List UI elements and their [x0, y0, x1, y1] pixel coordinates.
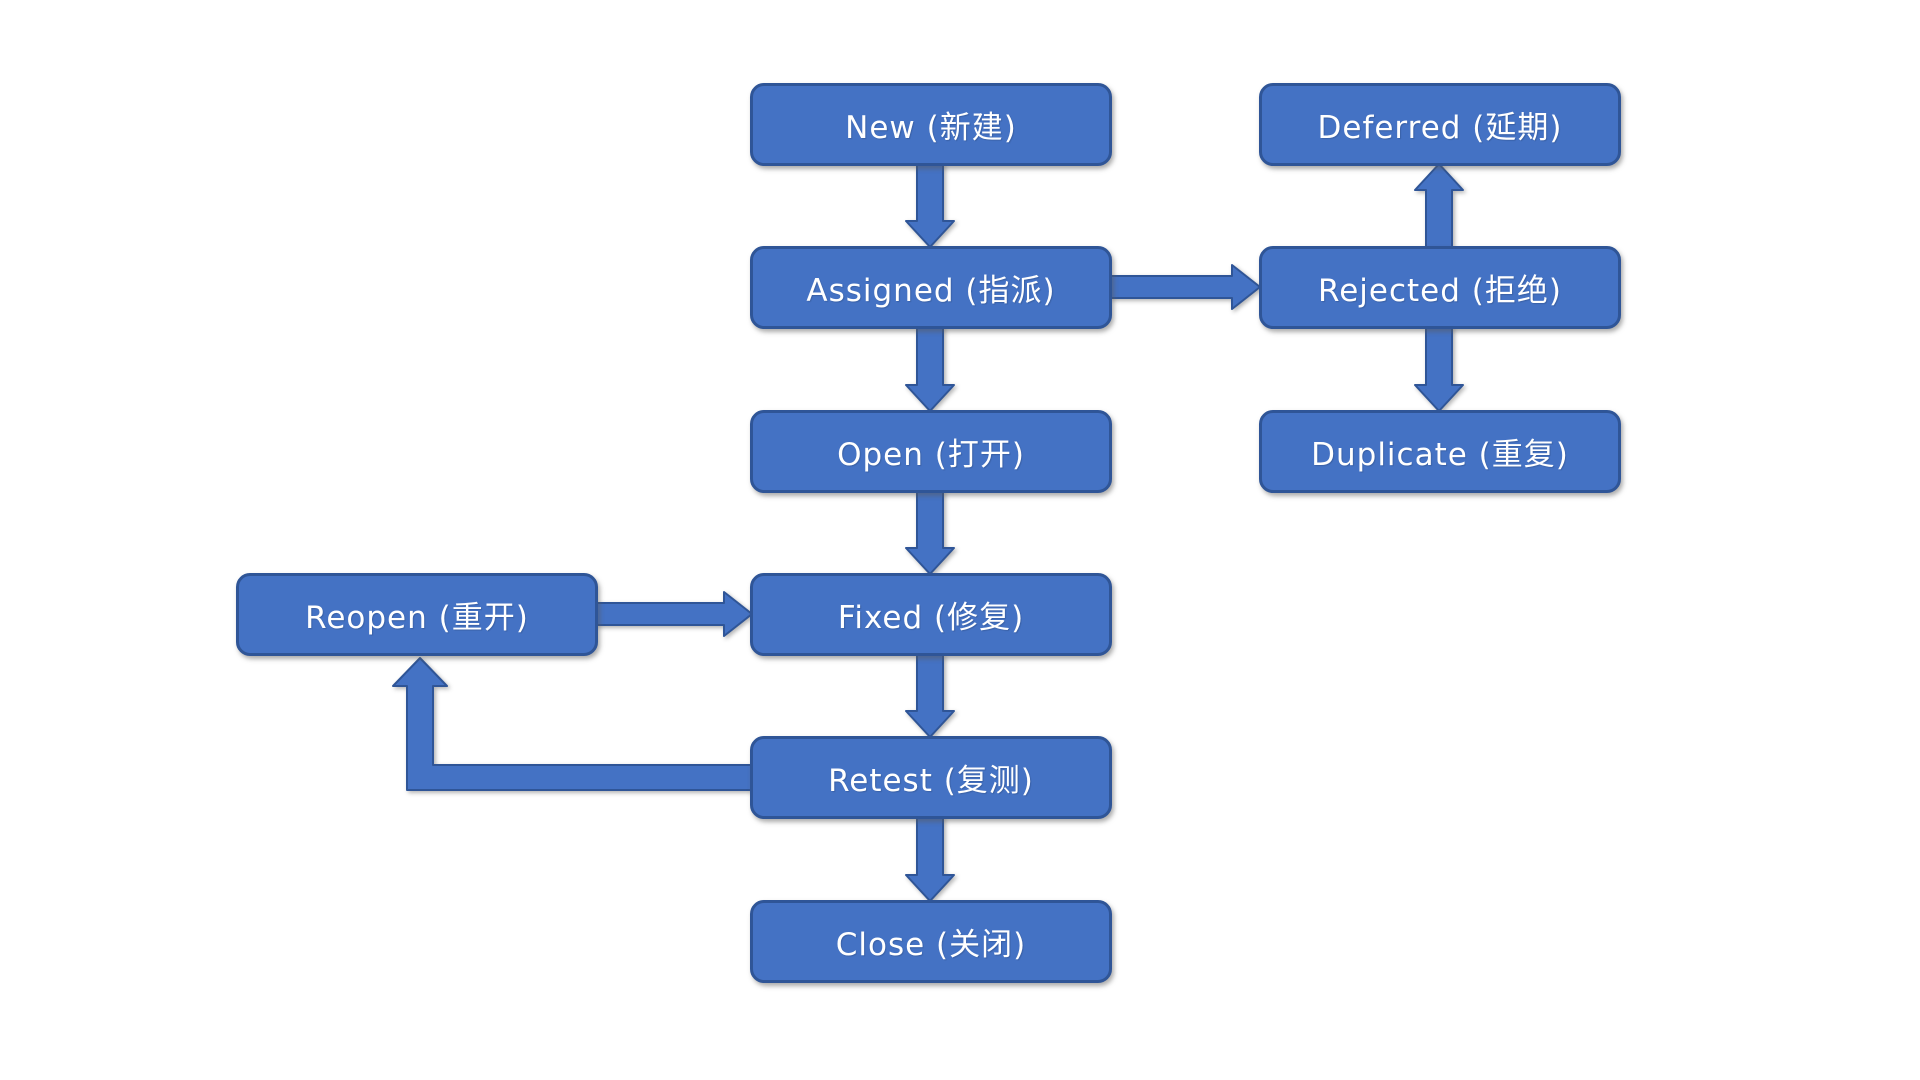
node-reopen: Reopen (重开) — [236, 573, 598, 656]
node-retest: Retest (复测) — [750, 736, 1112, 819]
arrow-rejected-to-deferred — [1414, 163, 1464, 248]
arrow-new-to-assigned — [905, 163, 955, 248]
node-deferred: Deferred (延期) — [1259, 83, 1621, 166]
node-duplicate: Duplicate (重复) — [1259, 410, 1621, 493]
arrow-reopen-to-fixed — [595, 591, 753, 637]
node-close: Close (关闭) — [750, 900, 1112, 983]
arrow-retest-to-reopen — [392, 657, 753, 791]
node-open: Open (打开) — [750, 410, 1112, 493]
node-fixed: Fixed (修复) — [750, 573, 1112, 656]
node-assigned: Assigned (指派) — [750, 246, 1112, 329]
arrow-open-to-fixed — [905, 490, 955, 575]
arrow-retest-to-close — [905, 816, 955, 902]
node-new: New (新建) — [750, 83, 1112, 166]
arrow-fixed-to-retest — [905, 654, 955, 738]
arrow-rejected-to-duplicate — [1414, 326, 1464, 412]
node-rejected: Rejected (拒绝) — [1259, 246, 1621, 329]
arrow-assigned-to-rejected — [1109, 264, 1261, 310]
arrow-assigned-to-open — [905, 326, 955, 412]
